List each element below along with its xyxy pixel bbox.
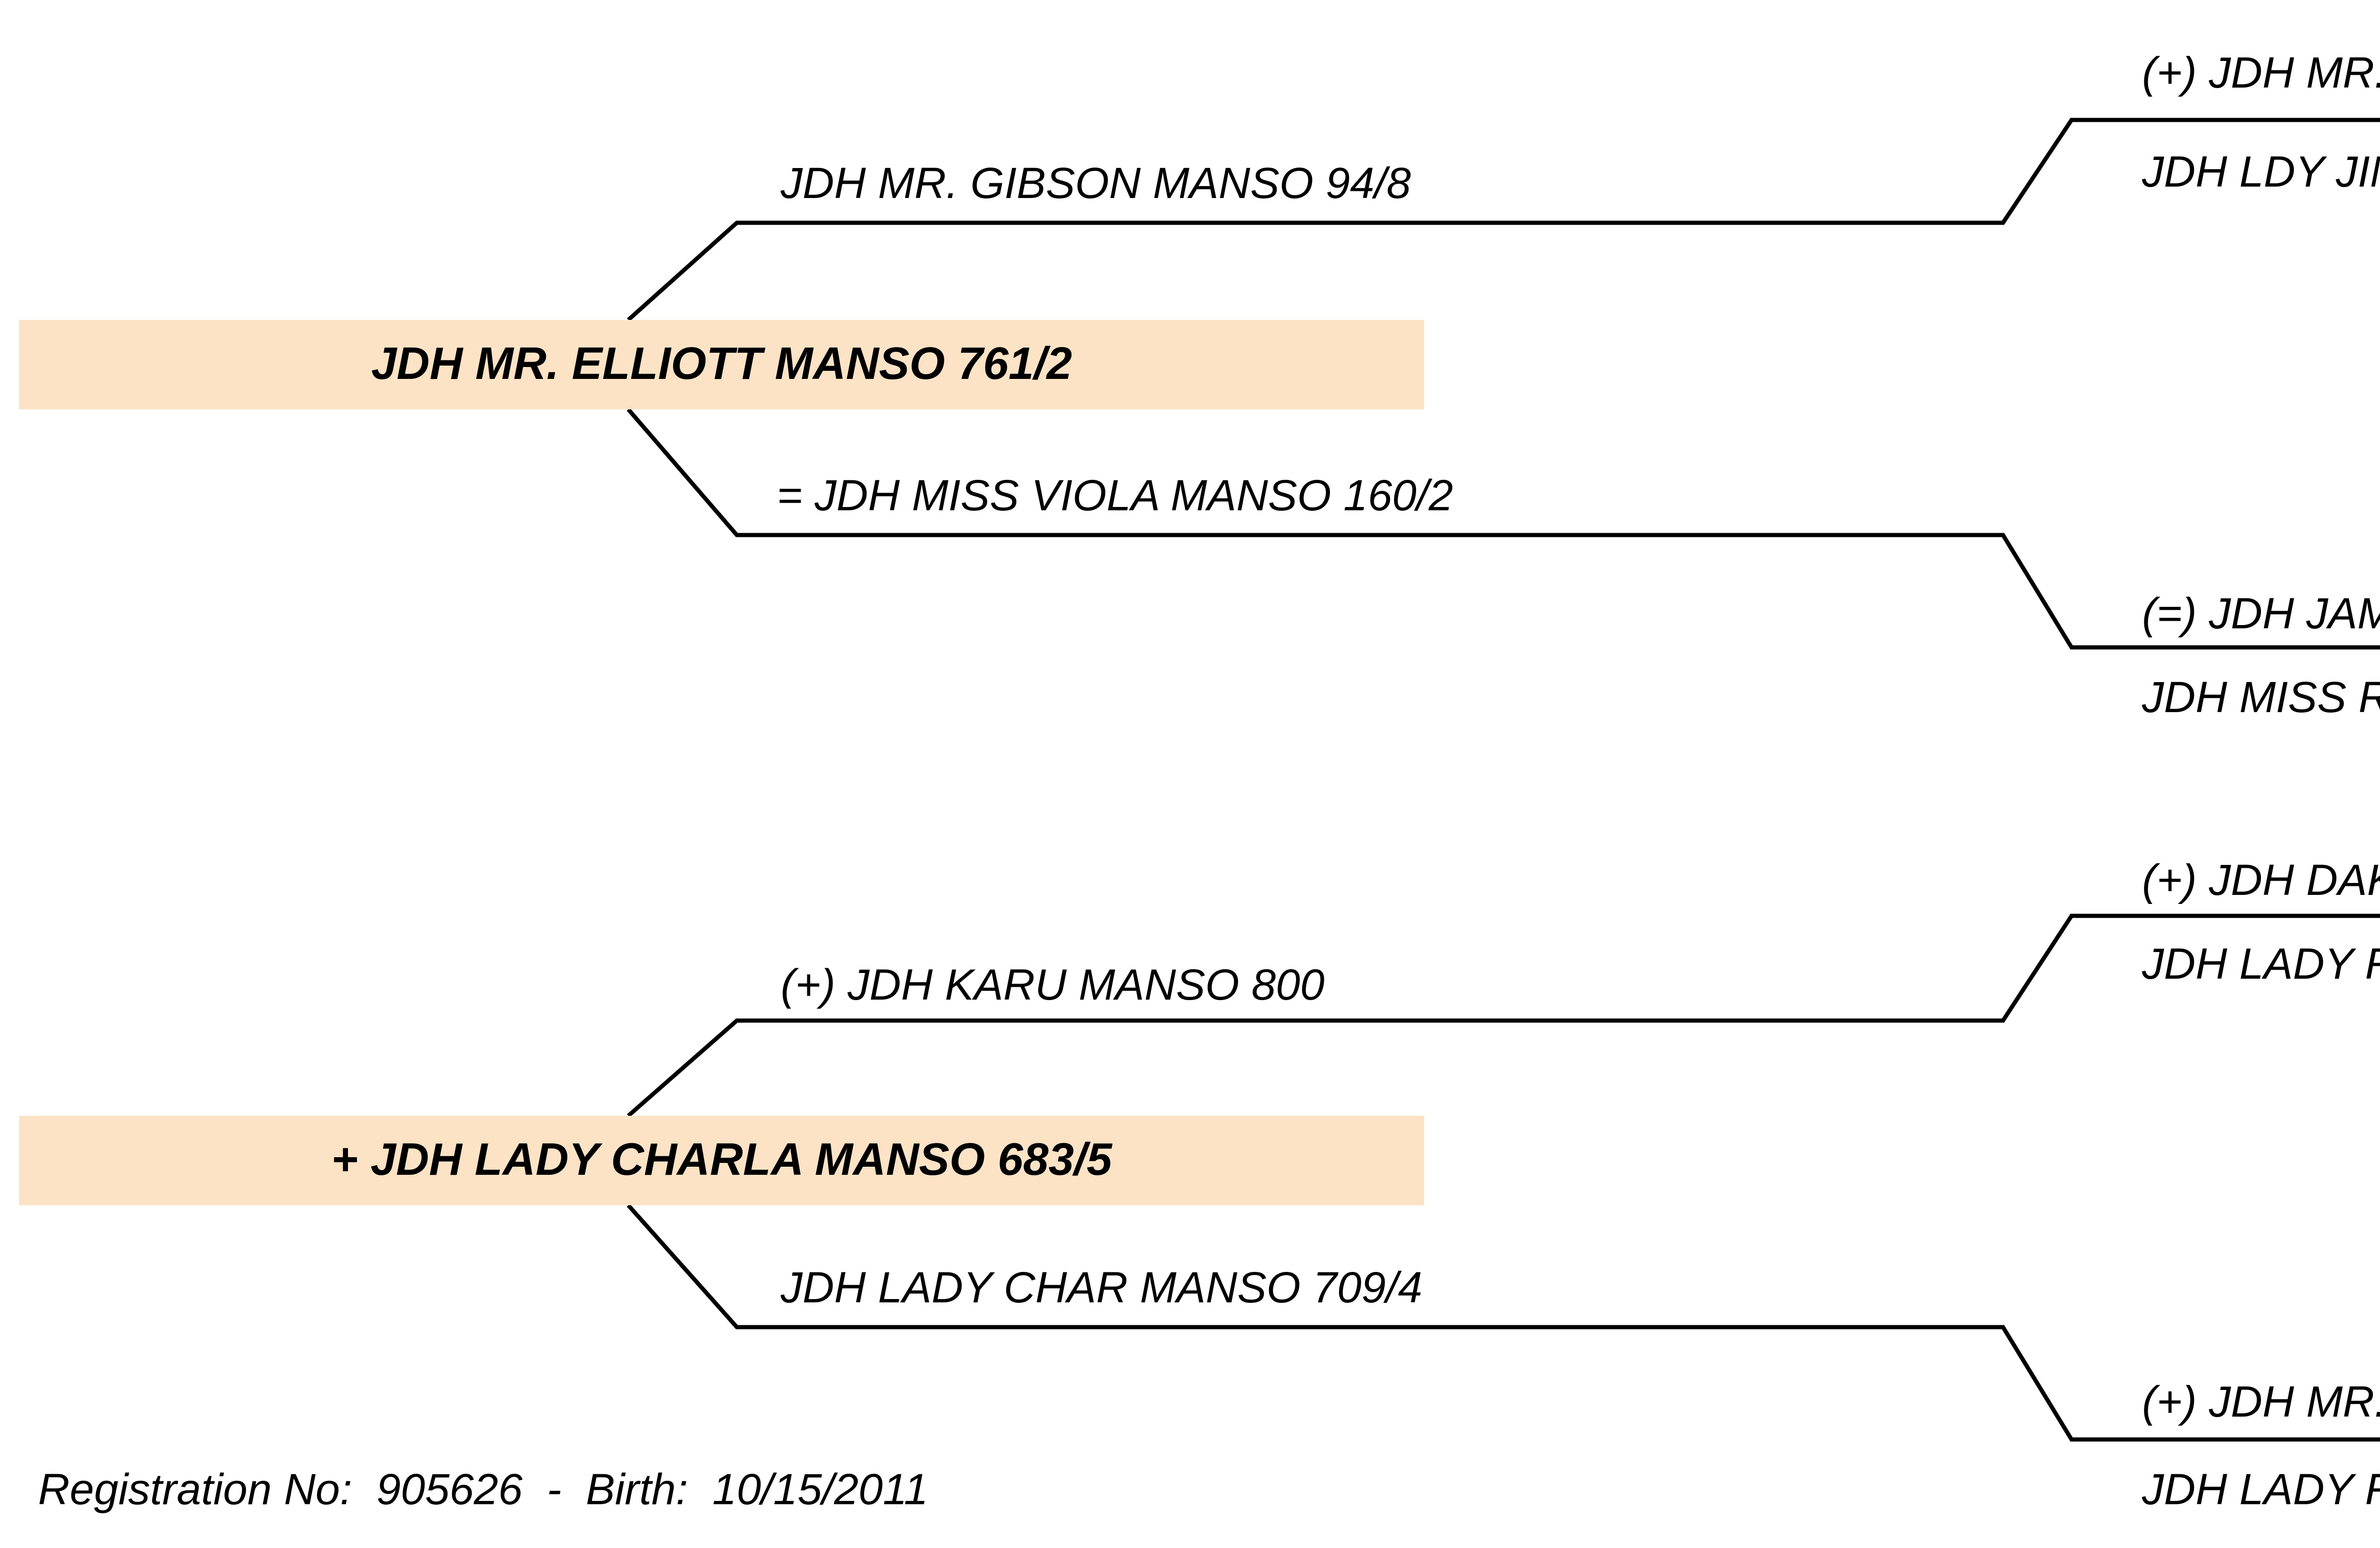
sire-dam-name: = JDH MISS VIOLA MANSO 160/2: [777, 470, 1453, 520]
branch-sire-sire-line: [627, 118, 2380, 322]
dam-name: + JDH LADY CHARLA MANSO 683/5: [331, 1134, 1112, 1185]
dam-dam-name: JDH LADY CHAR MANSO 709/4: [781, 1262, 1423, 1312]
sire-sire-dam-name: JDH LDY JIM BO MANSO 940/3: [2142, 147, 2380, 196]
sire-dam-sire-name: (=) JDH JAMES ISAAC MANSO 19/2: [2142, 588, 2380, 638]
sire-sire-name: JDH MR. GIBSON MANSO 94/8: [781, 158, 1411, 208]
branch-dam-dam-line: [626, 1204, 2380, 1442]
branch-sire-dam-line: [626, 408, 2380, 650]
branch-dam-sire-line: [627, 913, 2380, 1118]
sire-dam-dam-name: JDH MISS RUTH ANN MANSO 900/1: [2142, 672, 2380, 722]
dam-box: + JDH LADY CHARLA MANSO 683/5: [19, 1116, 1424, 1205]
sire-sire-sire-name: (+) JDH MR. CHARLEY MANSO 590/6: [2142, 48, 2380, 97]
sire-box: JDH MR. ELLIOTT MANSO 761/2: [19, 320, 1424, 409]
dam-dam-sire-name: (+) JDH MR. CHARLEY MANSO 590/6: [2142, 1377, 2380, 1426]
sire-name: JDH MR. ELLIOTT MANSO 761/2: [371, 338, 1072, 389]
registration-info: Registration No: 905626 - Birth: 10/15/2…: [38, 1464, 929, 1514]
dam-dam-dam-name: JDH LADY REM MANSO 217/4: [2142, 1464, 2380, 1514]
dam-sire-dam-name: JDH LADY REM S. MANSO 707: [2142, 939, 2380, 988]
dam-sire-sire-name: (+) JDH DAKOTA MANSO 599: [2142, 855, 2380, 904]
dam-sire-name: (+) JDH KARU MANSO 800: [781, 960, 1325, 1009]
